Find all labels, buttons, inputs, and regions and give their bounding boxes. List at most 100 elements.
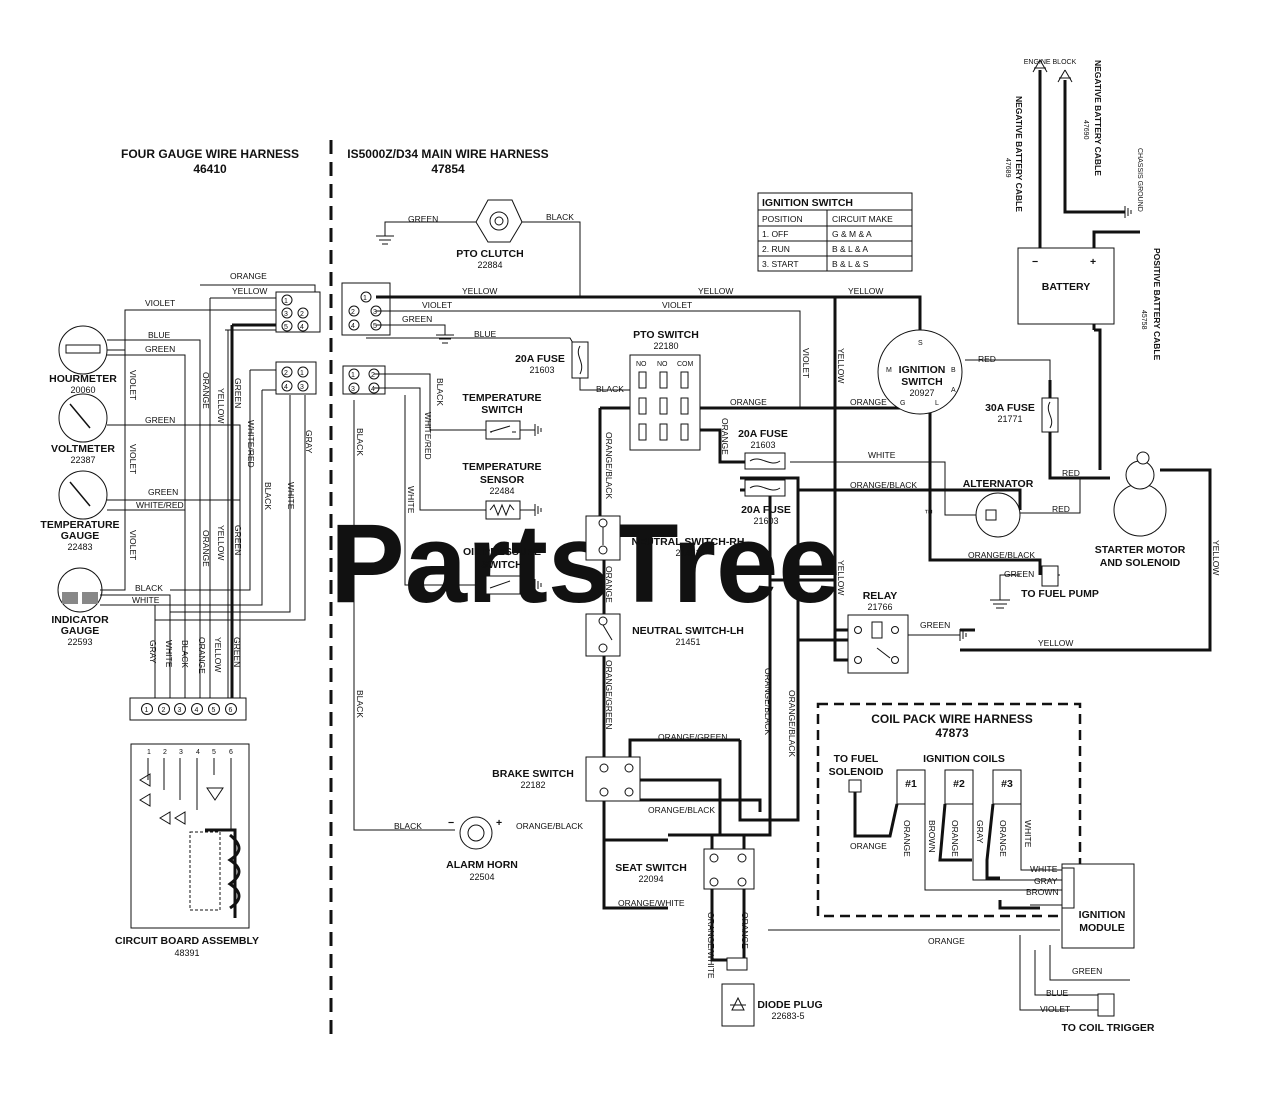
wire-label-vertical: ORANGE (950, 820, 960, 857)
ignition-module-label-1: IGNITION (1079, 909, 1126, 921)
ignition-module-label-2: MODULE (1079, 922, 1125, 934)
wire-label-vertical: BLACK (180, 640, 190, 668)
four-gauge-connector-top: 1 3 2 5 4 (275, 291, 321, 333)
wire-label: ORANGE/BLACK (648, 805, 715, 815)
four-gauge-harness-title: FOUR GAUGE WIRE HARNESS (121, 147, 299, 161)
svg-text:2: 2 (163, 749, 167, 756)
wire-label: GREEN (402, 314, 432, 324)
terminal-minus: − (448, 817, 454, 829)
coil-trigger-label: TO COIL TRIGGER (1062, 1022, 1155, 1034)
temp-sensor-label-1: TEMPERATURE (462, 461, 541, 473)
chassis-ground-label: CHASSIS GROUND (1136, 148, 1143, 212)
ignition-switch-label-2: SWITCH (901, 376, 942, 388)
brake-switch (585, 756, 641, 802)
seat-switch-part: 22094 (638, 874, 663, 884)
ignition-switch-label-1: IGNITION (899, 364, 946, 376)
main-wires-thin (353, 310, 1130, 1011)
wire-label: VIOLET (662, 300, 692, 310)
wire-label-vertical: GRAY (975, 820, 985, 844)
ignition-table-header: CIRCUIT MAKE (832, 214, 893, 224)
wire-label-vertical: WHITE (1023, 820, 1033, 848)
wire-label: WHITE (1030, 864, 1058, 874)
wire-label: ORANGE/BLACK (516, 821, 583, 831)
wire-label: VIOLET (422, 300, 452, 310)
wire-label-vertical: ORANGE (201, 530, 211, 567)
oil-switch-label-2: SWITCH (481, 559, 522, 571)
wire-label: GREEN (145, 344, 175, 354)
starter-motor (1113, 451, 1167, 537)
wire-label: ORANGE/BLACK (850, 480, 917, 490)
fuse-20a-low-part: 21603 (753, 516, 778, 526)
svg-text:4: 4 (351, 323, 355, 330)
wire-label: WHITE (132, 595, 160, 605)
neg-cable-2-part: 47690 (1082, 120, 1089, 140)
ignition-table-cell: 1. OFF (762, 229, 788, 239)
temperature-gauge-label-2: GAUGE (61, 530, 100, 542)
relay-part: 21766 (867, 602, 892, 612)
ign-term-b: B (951, 367, 956, 374)
wire-label-vertical: VIOLET (128, 370, 138, 400)
fuse-30a-label: 30A FUSE (985, 402, 1035, 414)
pto-switch-label: PTO SWITCH (633, 329, 699, 341)
wire-label-vertical: VIOLET (128, 530, 138, 560)
svg-text:1: 1 (363, 295, 367, 302)
ignition-switch-table (757, 192, 913, 272)
ignition-table-cell: B & L & S (832, 259, 869, 269)
wire-label: ORANGE/WHITE (618, 898, 685, 908)
alarm-horn-part: 22504 (469, 872, 494, 882)
pos-cable-label: POSITIVE BATTERY CABLE (1152, 248, 1162, 361)
ignition-module (1061, 863, 1135, 949)
hourmeter (58, 325, 108, 375)
pto-switch-part: 22180 (653, 341, 678, 351)
fuse-20a-low-label: 20A FUSE (741, 504, 791, 516)
watermark: PartsTree (330, 501, 841, 626)
neutral-rh-part: 21451 (675, 548, 700, 558)
svg-text:2: 2 (371, 372, 375, 379)
neg-cable-2-label: NEGATIVE BATTERY CABLE (1093, 60, 1103, 176)
svg-text:4: 4 (371, 386, 375, 393)
wire-label-vertical: WHITE (406, 486, 416, 514)
main-harness-title: IS5000Z/D34 MAIN WIRE HARNESS (347, 147, 548, 161)
hourmeter-part: 20060 (70, 385, 95, 395)
coil-pack-wires (848, 779, 1062, 910)
coil-pack-part: 47873 (935, 726, 969, 740)
wire-label: VIOLET (1040, 1004, 1070, 1014)
four-gauge-wires (100, 284, 316, 710)
fuse-20a-top-part: 21603 (529, 365, 554, 375)
wire-label: ORANGE (850, 397, 887, 407)
wire-label: VIOLET (145, 298, 175, 308)
wire-label: GREEN (1072, 966, 1102, 976)
wire-label-vertical: YELLOW (1211, 540, 1221, 575)
svg-text:3: 3 (178, 707, 182, 714)
svg-text:6: 6 (229, 707, 233, 714)
seat-switch-label: SEAT SWITCH (615, 862, 687, 874)
oil-pressure-switch (485, 575, 521, 595)
diode-plug (721, 957, 755, 1027)
indicator-gauge-label-2: GAUGE (61, 625, 100, 637)
svg-text:1: 1 (284, 298, 288, 305)
wire-label: GREEN (408, 214, 438, 224)
temperature-gauge (58, 470, 108, 520)
indicator-gauge-label-1: INDICATOR (51, 614, 109, 626)
svg-text:1: 1 (145, 707, 149, 714)
svg-text:2: 2 (300, 311, 304, 318)
fuse-20a-mid-part: 21603 (750, 440, 775, 450)
coil-pack-harness-box (816, 702, 1082, 918)
battery-minus: − (1032, 256, 1038, 268)
wire-label-vertical: YELLOW (836, 348, 846, 383)
temp-switch-label-1: TEMPERATURE (462, 392, 541, 404)
relay-label: RELAY (863, 590, 898, 602)
main-connector-lower: 1 2 3 4 (342, 365, 386, 395)
pos-cable-part: 45758 (1140, 310, 1147, 330)
wire-label: RED (1062, 468, 1080, 478)
svg-text:2: 2 (284, 370, 288, 377)
alarm-horn-label: ALARM HORN (446, 859, 518, 871)
wire-label-vertical: BLACK (435, 378, 445, 406)
wire-label: GREEN (920, 620, 950, 630)
wire-label: RED (978, 354, 996, 364)
wire-label: GRAY (1034, 876, 1058, 886)
wire-label: ORANGE (230, 271, 267, 281)
circuit-board-label: CIRCUIT BOARD ASSEMBLY (115, 935, 259, 947)
svg-text:1: 1 (300, 370, 304, 377)
